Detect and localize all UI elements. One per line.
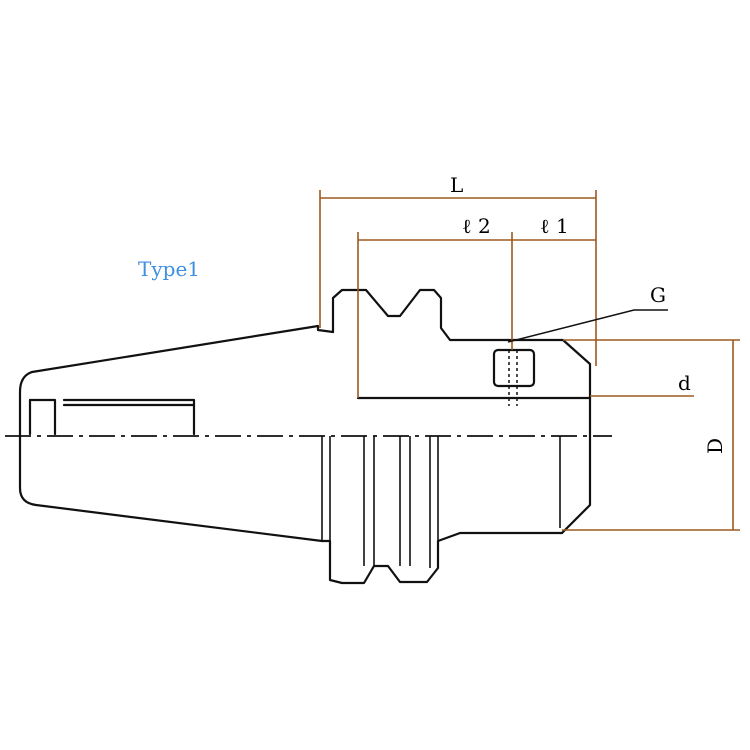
holder-nose xyxy=(356,338,592,535)
dimension-l2-label: ℓ 2 xyxy=(462,214,491,238)
leader-G: G xyxy=(507,283,668,343)
leader-d: d xyxy=(590,371,694,397)
dimension-L-label: L xyxy=(450,173,463,197)
dimension-D: D xyxy=(562,339,740,531)
dimension-l1-label: ℓ 1 xyxy=(540,214,569,238)
flange xyxy=(320,288,564,585)
set-screw xyxy=(492,348,536,406)
label-G: G xyxy=(650,283,666,307)
dimension-l1: ℓ 1 xyxy=(511,214,596,350)
dimension-l2: ℓ 2 xyxy=(357,214,512,398)
label-d: d xyxy=(678,371,691,395)
dimension-L: L xyxy=(319,173,597,366)
type-label: Type1 xyxy=(138,257,200,281)
taper-shank xyxy=(18,324,335,543)
label-D: D xyxy=(703,438,727,454)
